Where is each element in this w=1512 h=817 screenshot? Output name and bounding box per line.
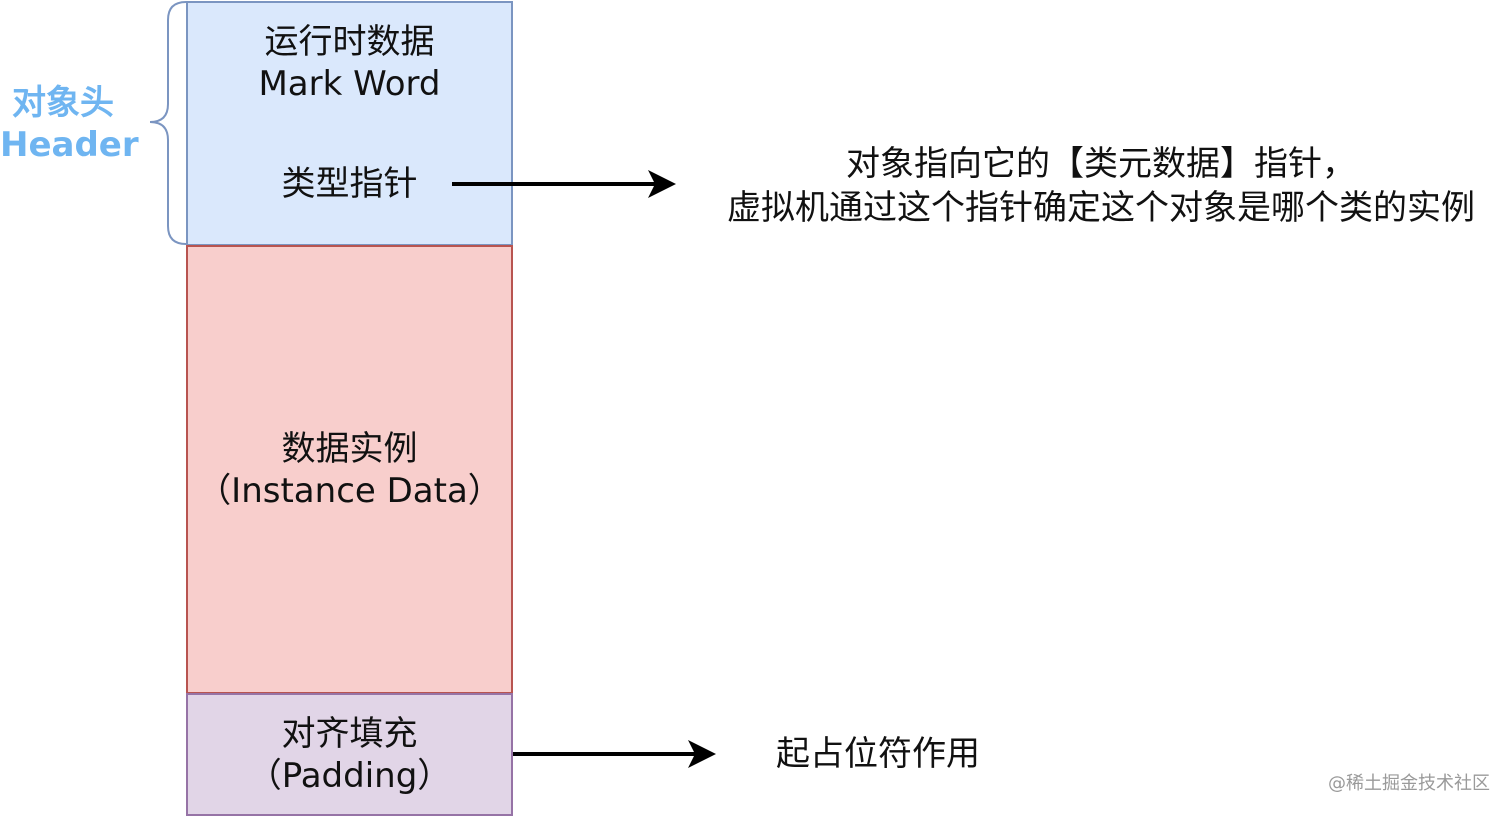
padding-title: 对齐填充 [281, 713, 418, 754]
object-header-label: 对象头 Header [0, 82, 139, 166]
header-brace [149, 1, 187, 245]
object-header-label-cn: 对象头 [12, 83, 114, 123]
padding-block: 对齐填充 （Padding） [186, 693, 513, 816]
mark-word-title: 运行时数据 [264, 22, 435, 62]
padding-subtitle: （Padding） [247, 755, 452, 796]
class-pointer-title: 类型指针 [281, 163, 418, 204]
class-pointer-arrowhead [648, 170, 676, 198]
watermark: @稀土掘金技术社区 [1328, 773, 1490, 794]
mark-word-block: 运行时数据 Mark Word [186, 1, 513, 124]
class-pointer-description-line1: 对象指向它的【类元数据】指针， [846, 144, 1356, 184]
object-header-label-en: Header [0, 125, 139, 165]
padding-description: 起占位符作用 [776, 734, 980, 774]
instance-data-block: 数据实例 （Instance Data） [186, 245, 513, 694]
instance-data-subtitle: （Instance Data） [197, 470, 502, 511]
padding-arrowhead [688, 740, 716, 768]
instance-data-title: 数据实例 [281, 428, 418, 469]
mark-word-subtitle: Mark Word [258, 64, 441, 104]
class-pointer-description: 对象指向它的【类元数据】指针， 虚拟机通过这个指针确定这个对象是哪个类的实例 [692, 142, 1510, 230]
class-pointer-description-line2: 虚拟机通过这个指针确定这个对象是哪个类的实例 [727, 188, 1475, 228]
